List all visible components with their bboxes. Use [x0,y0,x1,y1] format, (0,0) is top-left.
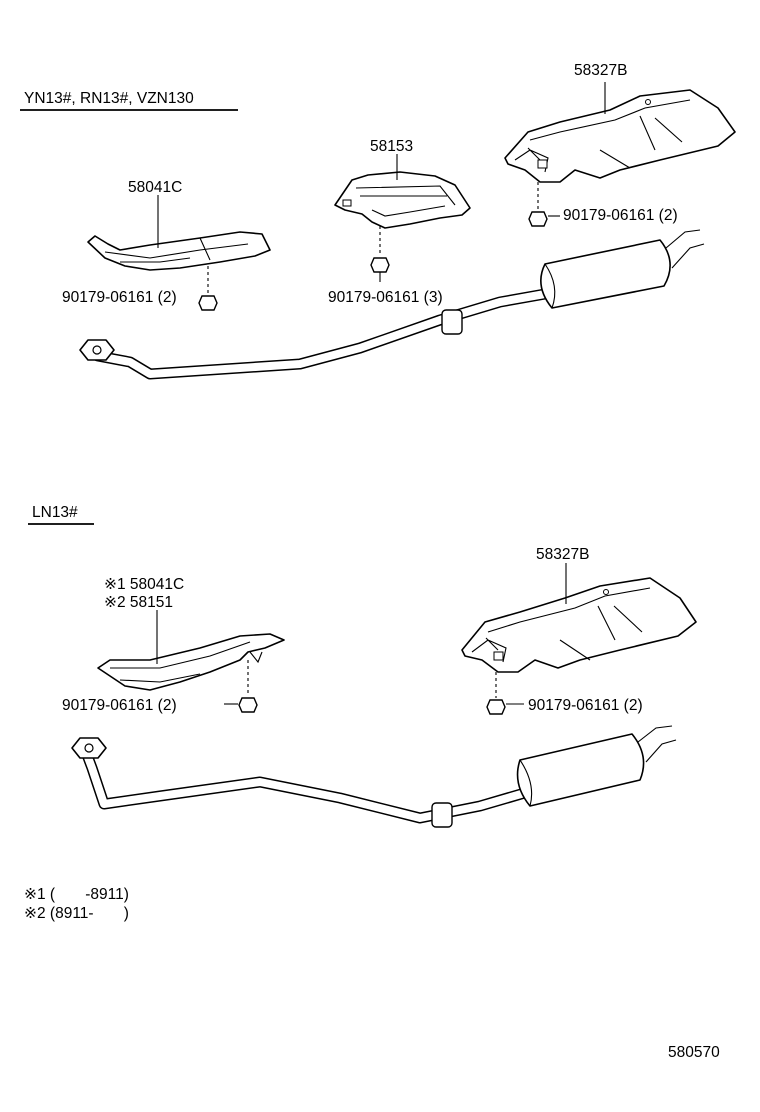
label-58041c-bottom: ※1 58041C [104,576,184,593]
top-section-title: YN13#, RN13#, VZN130 [24,90,194,107]
label-nut-middle-top: 90179-06161 (3) [328,289,443,306]
heat-insulator-58153 [334,171,471,229]
nut-icon [238,697,506,715]
label-58327b-top: 58327B [574,62,627,79]
label-nut-left-top: 90179-06161 (2) [62,289,177,306]
heat-insulator-58041c-58151-bottom [97,633,285,691]
pipe-hanger-top [441,309,463,335]
exhaust-pipe-top [79,229,705,380]
heat-insulator-58327b-bottom [461,577,697,673]
label-58327b-bottom: 58327B [536,546,589,563]
label-nut-left-bottom: 90179-06161 (2) [62,697,177,714]
diagram-number: 580570 [668,1044,720,1061]
bottom-section-title: LN13# [32,504,78,521]
label-nut-right-bottom: 90179-06161 (2) [528,697,643,714]
footnotes: ※1 ( -8911) ※2 (8911- ) [24,886,129,922]
muffler-bottom [516,733,645,807]
label-58151-bottom: ※2 58151 [104,594,173,611]
exhaust-pipe-bottom [71,725,677,828]
top-section: YN13#, RN13#, VZN130 [20,62,736,380]
label-58153: 58153 [370,138,413,155]
nut-icon [198,211,548,311]
footnote-2: ※2 (8911- ) [24,905,129,922]
pipe-hanger-bottom [431,802,453,828]
footnote-1: ※1 ( -8911) [24,886,129,903]
label-58041c-top: 58041C [128,179,182,196]
bottom-section: LN13# [28,504,697,828]
heat-insulator-58041c-top [87,231,271,271]
label-nut-right-top: 90179-06161 (2) [563,207,678,224]
muffler-top [540,239,671,309]
heat-insulator-58327b-top [504,89,736,183]
